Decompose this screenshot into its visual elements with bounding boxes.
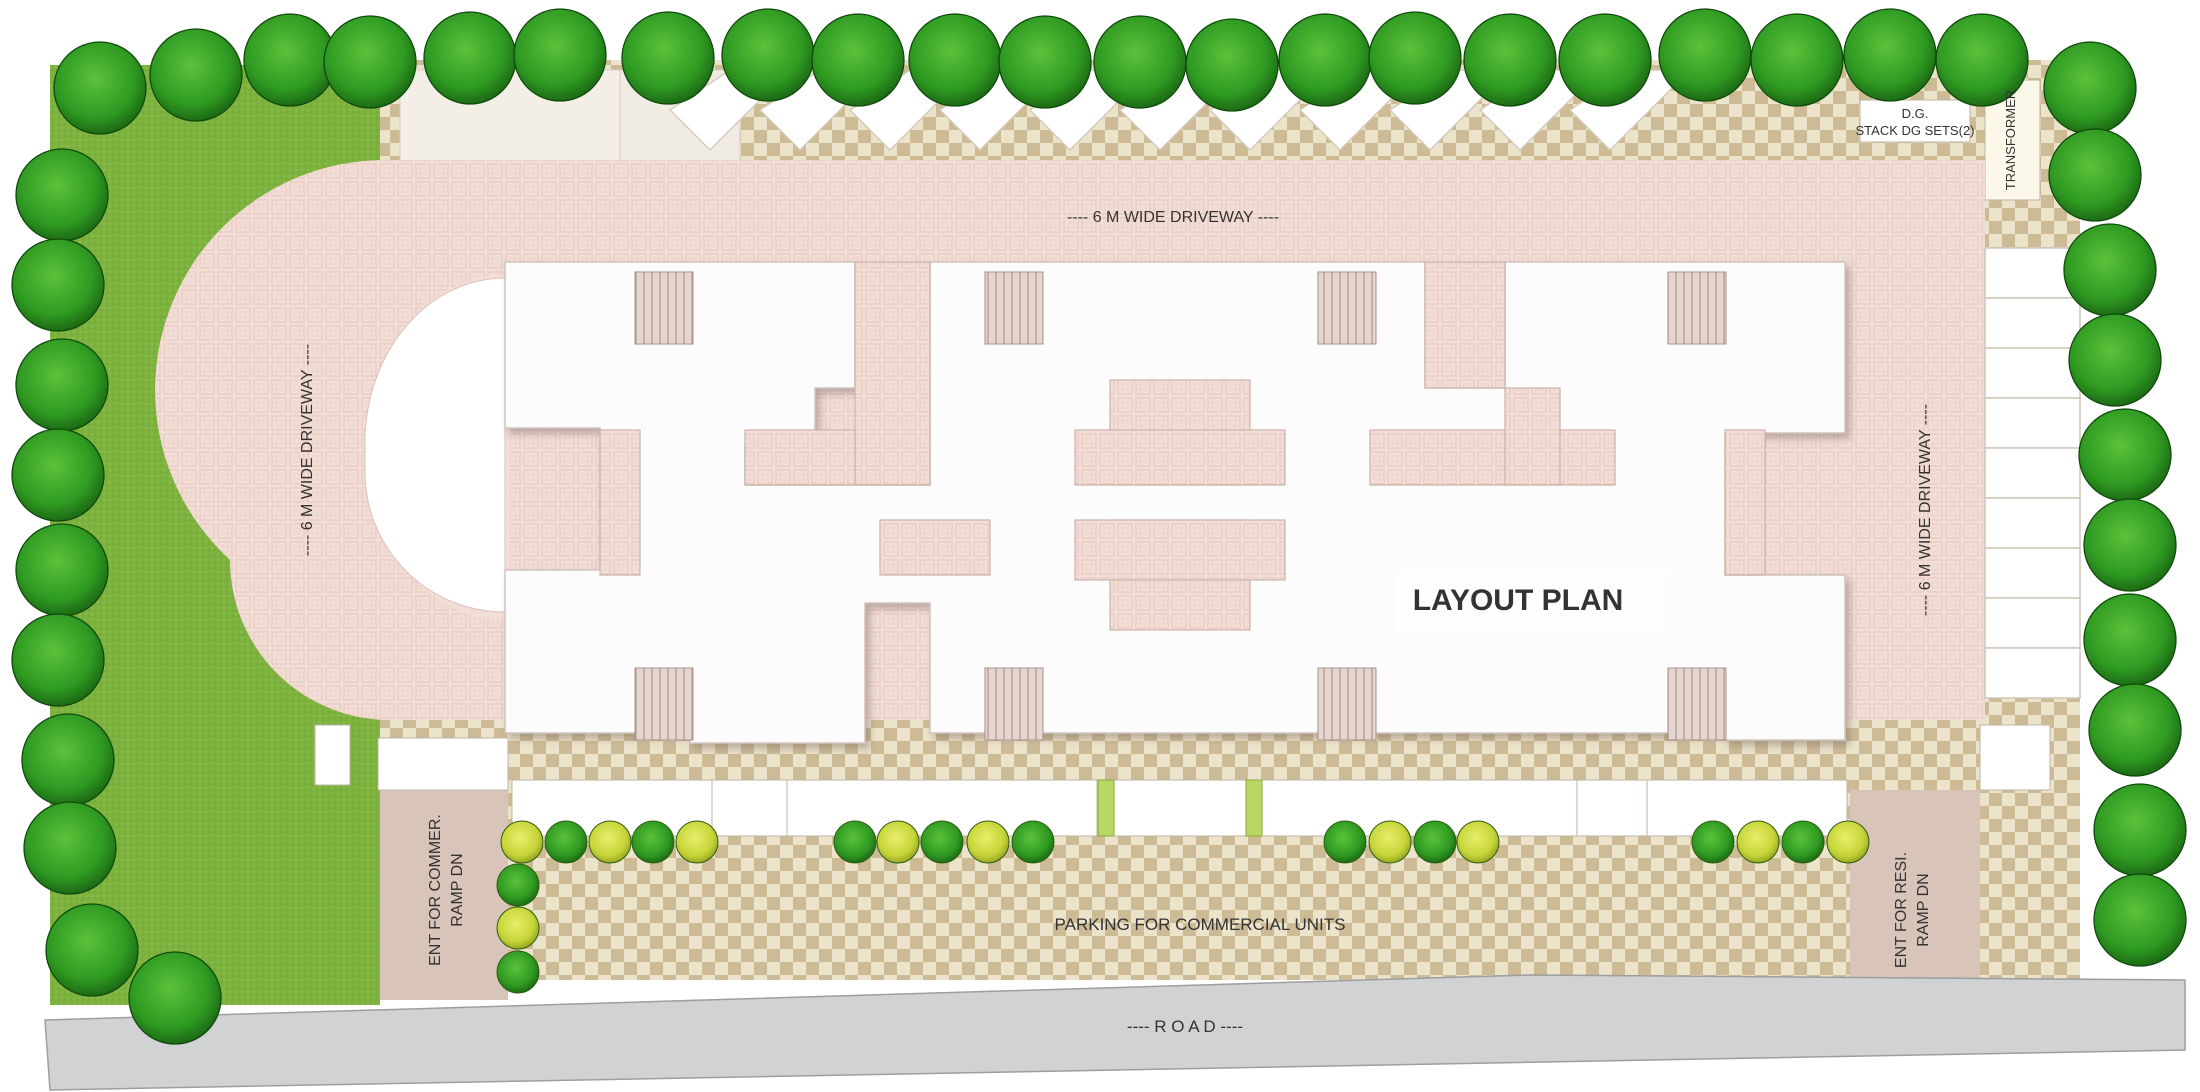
stair-blocks bbox=[634, 271, 1727, 741]
gate-right bbox=[1979, 724, 2051, 791]
driveway-left-arc bbox=[229, 160, 385, 720]
driveway-left-label: ---- 6 M WIDE DRIVEWAY ---- bbox=[299, 344, 316, 556]
dg-label-line1: D.G. bbox=[1902, 106, 1929, 121]
road-label: ---- R O A D ---- bbox=[1127, 1017, 1243, 1036]
ent-residential-line1: ENT FOR RESI. bbox=[1893, 852, 1910, 968]
driveway-right-label: ---- 6 M WIDE DRIVEWAY ---- bbox=[1917, 404, 1934, 616]
building-footprint bbox=[504, 261, 1846, 744]
green-markers bbox=[1097, 779, 1263, 837]
road bbox=[44, 974, 2186, 1091]
ent-commercial-line1: ENT FOR COMMER. bbox=[427, 814, 444, 966]
planter-shrubs bbox=[496, 820, 1870, 994]
right-parking-bays bbox=[1984, 247, 2081, 699]
parking-label: PARKING FOR COMMERCIAL UNITS bbox=[1055, 915, 1346, 934]
title-background bbox=[1395, 572, 1665, 632]
ramp-residential bbox=[1850, 790, 1980, 980]
gate-left bbox=[377, 737, 509, 791]
border-trees bbox=[11, 8, 2187, 1045]
dg-label-line2: STACK DG SETS(2) bbox=[1856, 123, 1975, 138]
courtyards bbox=[599, 261, 1766, 631]
ent-commercial-line2: RAMP DN bbox=[449, 853, 466, 927]
guard-post-left bbox=[314, 724, 351, 786]
layout-title: LAYOUT PLAN bbox=[1413, 584, 1624, 617]
driveway-top-label: ---- 6 M WIDE DRIVEWAY ---- bbox=[1067, 209, 1279, 226]
ent-residential-line2: RAMP DN bbox=[1915, 873, 1932, 947]
dg-set-box bbox=[1859, 99, 1971, 143]
ramp-commercial bbox=[380, 790, 508, 1000]
driveway-inner-white bbox=[364, 277, 506, 613]
transformer-label: TRANSFORMER bbox=[2003, 90, 2018, 190]
